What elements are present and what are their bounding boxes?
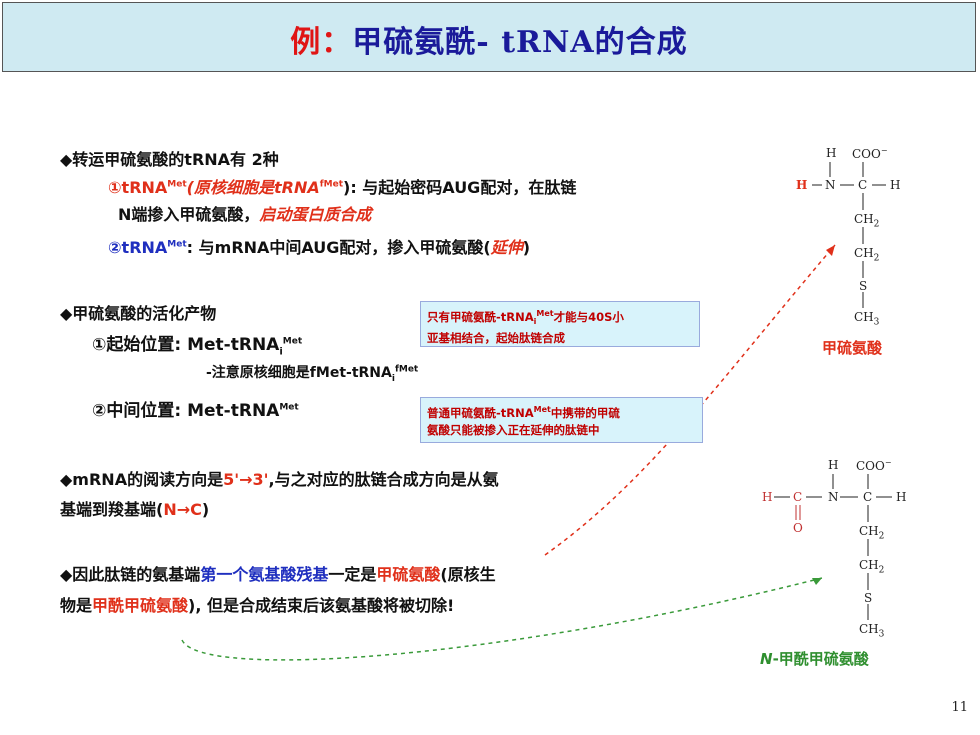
- arrow-to-formylmethionine: [181, 577, 823, 661]
- methionine-structure: H COO− H N C H CH2 CH2 S CH3: [796, 146, 901, 328]
- title-lead: 例：: [290, 25, 353, 60]
- methionine-caption: 甲硫氨酸: [822, 339, 883, 357]
- sec1-item2: ②tRNAMet: 与mRNA中间AUG配对，掺入甲硫氨酸(延伸): [108, 238, 531, 257]
- sec1-item1: ①tRNAMet(原核细胞是tRNAfMet): 与起始密码AUG配对，在肽链: [108, 178, 577, 197]
- sec4-line1: ◆因此肽链的氨基端第一个氨基酸残基一定是甲硫氨酸(原核生: [60, 565, 496, 584]
- arrowhead-formylmethionine: [812, 578, 822, 585]
- note-box-initiator: 只有甲硫氨酰-tRNAiMet才能与40S小 亚基相结合，起始肽链合成: [420, 301, 700, 347]
- sec1-bullet: ◆转运甲硫氨酸的tRNA有 2种: [60, 150, 279, 169]
- formylmethionine-structure: H COO− H H C N C H O CH2 CH2 S CH3: [762, 458, 907, 640]
- title-main: 甲硫氨酰- tRNA的合成: [352, 25, 688, 60]
- sec2-start: ①起始位置: Met-tRNAiMet: [92, 335, 303, 358]
- sec3-line2: 基端到羧基端(N→C): [60, 500, 210, 519]
- formylmethionine-caption: N-甲酰甲硫氨酸: [760, 650, 869, 668]
- sec4-line2: 物是甲酰甲硫氨酸), 但是合成结束后该氨基酸将被切除!: [60, 596, 455, 615]
- sec3-line1: ◆mRNA的阅读方向是5'→3',与之对应的肽链合成方向是从氨: [60, 470, 499, 489]
- slide-title: 例：甲硫氨酰- tRNA的合成: [3, 17, 975, 61]
- sec1-item1-cont: N端掺入甲硫氨酸，启动蛋白质合成: [118, 205, 372, 224]
- sec2-bullet: ◆甲硫氨酸的活化产物: [60, 304, 217, 323]
- sec2-note: -注意原核细胞是fMet-tRNAifMet: [206, 364, 419, 384]
- arrowhead-methionine: [826, 245, 835, 256]
- page-number: 11: [951, 700, 968, 715]
- note-box-elongator: 普通甲硫氨酰-tRNAMet中携带的甲硫 氨酸只能被掺入正在延伸的肽链中: [420, 397, 703, 443]
- sec2-mid: ②中间位置: Met-tRNAMet: [92, 401, 299, 421]
- title-bar: 例：甲硫氨酰- tRNA的合成: [2, 2, 976, 72]
